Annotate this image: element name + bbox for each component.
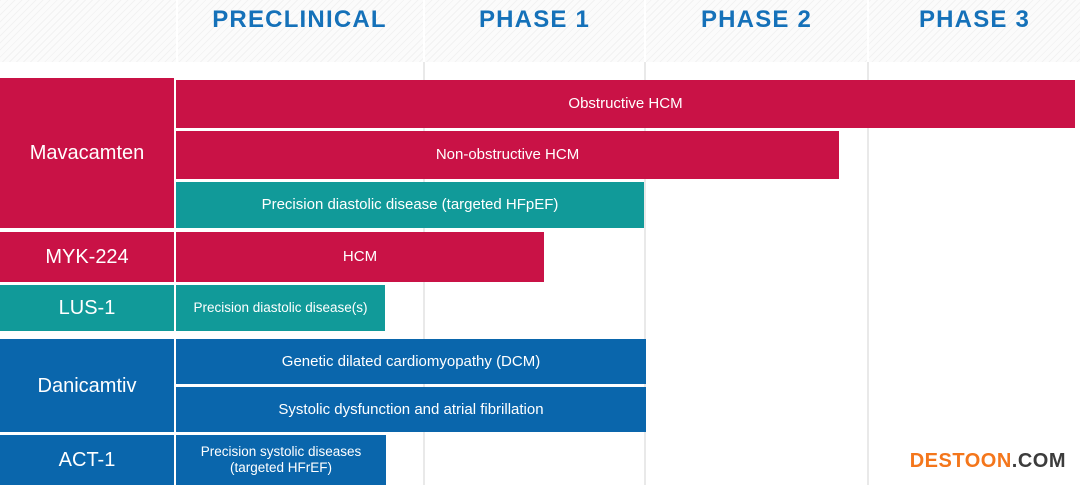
watermark-tld: .COM [1011,450,1066,472]
header-separator-3 [644,0,646,62]
indication-bar[interactable]: Obstructive HCM [176,80,1075,128]
phase-header-1: PRECLINICAL [212,6,387,33]
indication-bar[interactable]: HCM [176,232,544,282]
header-separator-2 [423,0,425,62]
indication-bar[interactable]: Precision diastolic disease(s) [176,285,385,331]
indication-bar[interactable]: Precision systolic diseases (targeted HF… [176,435,386,485]
header-separator-4 [867,0,869,62]
program-label-mavacamten[interactable]: Mavacamten [0,78,174,228]
phase-header-2: PHASE 1 [478,6,591,33]
column-guide-2 [644,62,646,485]
program-label-danicamtiv[interactable]: Danicamtiv [0,339,174,432]
program-label-lus-1[interactable]: LUS-1 [0,285,174,331]
indication-bar[interactable]: Non-obstructive HCM [176,131,839,179]
indication-bar[interactable]: Genetic dilated cardiomyopathy (DCM) [176,339,646,384]
header-separator-1 [176,0,178,62]
program-label-act-1[interactable]: ACT-1 [0,435,174,485]
indication-bar[interactable]: Systolic dysfunction and atrial fibrilla… [176,387,646,432]
watermark-brand: DESTOON [909,450,1012,472]
column-guide-3 [867,62,869,485]
phase-header-band: PRECLINICAL PHASE 1 PHASE 2 PHASE 3 [0,0,1080,62]
program-label-myk-224[interactable]: MYK-224 [0,232,174,282]
indication-bar[interactable]: Precision diastolic disease (targeted HF… [176,182,644,228]
phase-header-3: PHASE 2 [700,6,813,33]
phase-header-4: PHASE 3 [918,6,1031,33]
watermark: DESTOON.COM [910,450,1066,473]
